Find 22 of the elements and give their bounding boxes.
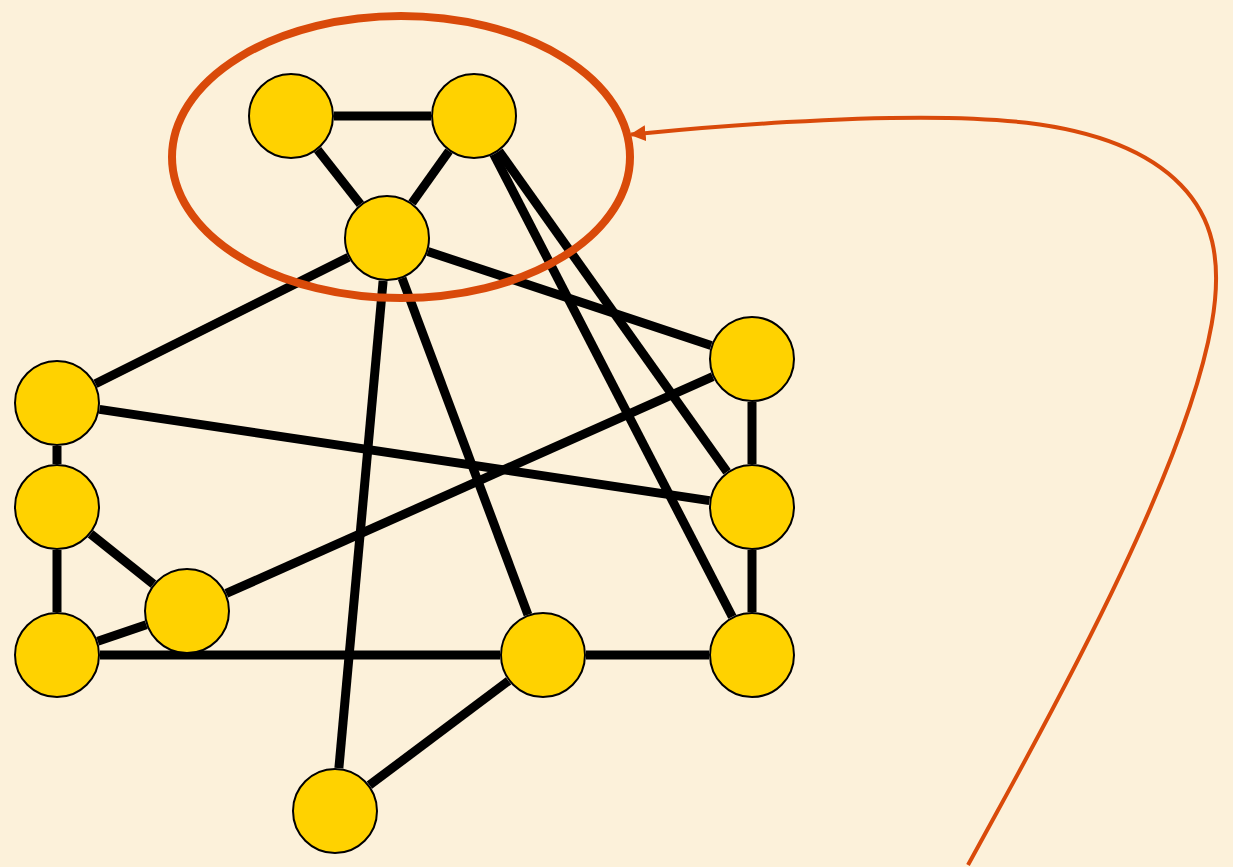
connector-line: [314, 147, 364, 207]
connector-line: [366, 677, 512, 789]
connector-line: [397, 276, 533, 617]
connector-line: [334, 111, 431, 121]
connector-line: [334, 280, 388, 769]
connector-line: [426, 247, 713, 350]
connector-line: [489, 152, 737, 619]
connector-line: [586, 650, 709, 660]
connector-line: [747, 550, 757, 612]
connector-line: [52, 446, 62, 464]
connector-line: [224, 372, 715, 598]
connector-line: [87, 530, 157, 588]
connector-line: [495, 148, 731, 475]
connector-line: [93, 253, 351, 388]
connector-line: [408, 148, 453, 206]
arrow: [629, 115, 1218, 866]
connector-line: [52, 550, 62, 612]
connector-line: [98, 404, 711, 506]
connector-line: [96, 620, 148, 646]
group-ellipse: [168, 12, 634, 302]
connector-line: [747, 402, 757, 464]
connector-line: [100, 650, 500, 660]
